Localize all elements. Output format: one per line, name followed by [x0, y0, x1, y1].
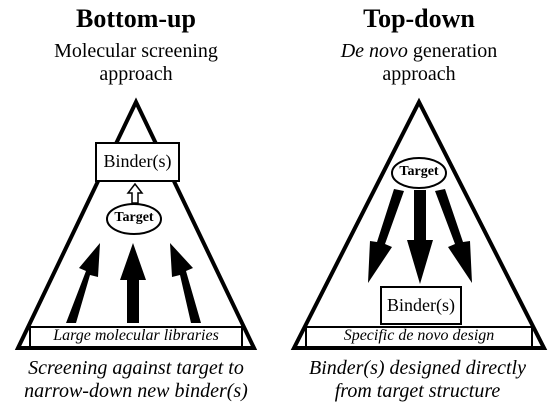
left-base-label: Large molecular libraries — [53, 327, 219, 344]
right-arrow-1 — [368, 189, 404, 283]
right-target-ellipse — [391, 157, 447, 189]
right-arrow-2 — [407, 190, 433, 284]
left-binder-label: Binder(s) — [103, 151, 172, 171]
left-arrow-2 — [120, 243, 146, 323]
left-heading: Bottom-up — [76, 4, 196, 33]
left-arrow-3 — [170, 243, 201, 323]
right-base-band — [305, 326, 533, 348]
left-subtitle-line2: approach — [99, 63, 173, 85]
right-binder-box — [380, 286, 462, 325]
left-target-label: Target — [114, 210, 154, 225]
left-base-band — [29, 326, 243, 348]
right-target-label: Target — [399, 164, 439, 179]
right-base-label: Specific de novo design — [343, 327, 495, 344]
left-hollow-up-arrow — [126, 182, 144, 204]
right-subtitle-italic: De novo — [340, 40, 408, 62]
right-downward-arrows — [368, 189, 472, 284]
left-caption-line1: Screening against target to — [28, 357, 244, 379]
right-binder-label: Binder(s) — [387, 295, 455, 315]
right-caption-line2: from target structure — [334, 380, 501, 402]
right-arrow-3 — [435, 189, 472, 283]
left-target-ellipse — [106, 203, 162, 235]
left-subtitle-line1: Molecular screening — [54, 40, 218, 62]
left-arrow-1 — [66, 243, 100, 323]
right-subtitle-line1: De novo generation — [299, 40, 539, 63]
right-caption-line1: Binder(s) designed directly — [309, 357, 526, 379]
left-binder-box — [95, 142, 180, 182]
left-caption-line2: narrow-down new binder(s) — [24, 380, 248, 402]
right-subtitle-rest: generation — [407, 40, 498, 62]
left-upward-arrows — [66, 243, 201, 323]
right-heading: Top-down — [363, 4, 475, 33]
right-subtitle-line2: approach — [382, 63, 456, 85]
